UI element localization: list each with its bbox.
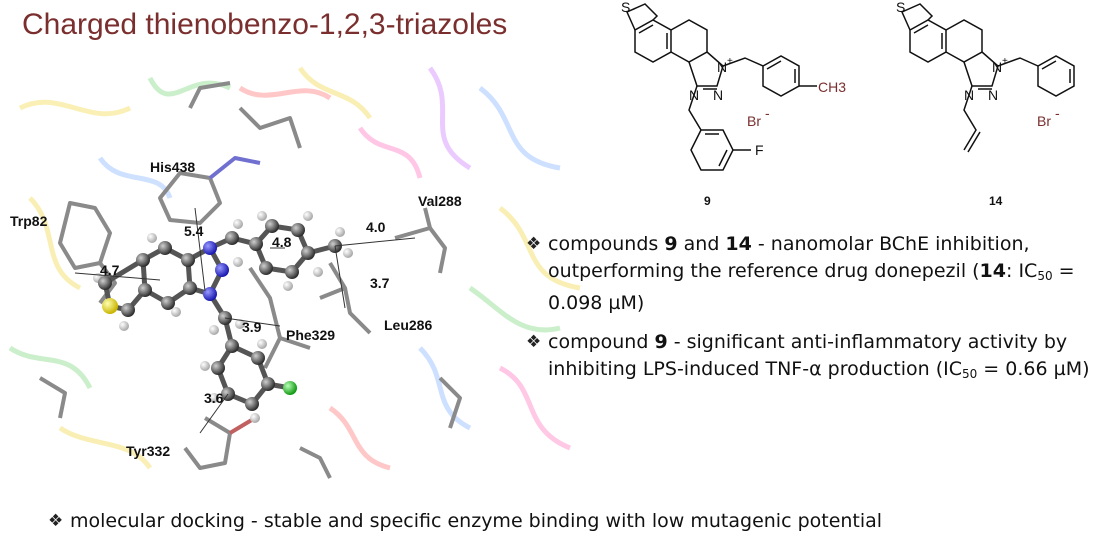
atom-label: N [713, 87, 723, 103]
atom-label: S [896, 0, 905, 15]
docking-svg: His438 Val288 Trp82 Leu286 Phe329 Tyr332… [8, 66, 581, 479]
atom-label: S [621, 0, 630, 15]
residue-label: Phe329 [286, 327, 335, 343]
finding-text: molecular docking - stable and specific … [70, 510, 883, 532]
counterion-label: Br [747, 113, 761, 129]
finding-text: compound 9 - significant anti-inflammato… [548, 331, 1090, 381]
atom-label: N [689, 87, 699, 103]
atom-label: N [717, 59, 727, 75]
sulfur-atom [102, 298, 118, 314]
residue-sticks [38, 81, 462, 479]
counterion-label: Br [1037, 113, 1051, 129]
nitrogen-atoms [203, 241, 229, 301]
docking-figure: His438 Val288 Trp82 Leu286 Phe329 Tyr332… [0, 48, 600, 488]
slide-title: Charged thienobenzo-1,2,3-triazoles [22, 8, 508, 41]
atom-label: N [964, 87, 974, 103]
chemical-structures: S N + N N CH3 Br - F 9 S N + N N Br - 14 [605, 0, 1120, 230]
distance-label: 4.7 [100, 262, 120, 278]
hydrogen-atoms [93, 211, 353, 423]
residue-label: Trp82 [10, 213, 48, 229]
distance-label: 5.4 [184, 223, 204, 239]
distance-label: 3.7 [370, 275, 390, 291]
distance-label: 3.9 [242, 319, 262, 335]
bullet-icon: ❖ [48, 511, 64, 531]
counterion-charge: - [765, 105, 770, 121]
residue-label: Leu286 [384, 317, 432, 333]
carbon-atoms [98, 219, 342, 411]
finding-text: compounds 9 and 14 - nanomolar BChE inhi… [548, 233, 1075, 314]
compound-number: 9 [704, 194, 711, 208]
structures-svg: S N + N N CH3 Br - F 9 S N + N N Br - 14 [621, 0, 1075, 208]
docking-finding: ❖ molecular docking - stable and specifi… [48, 508, 1118, 547]
atom-label: + [727, 56, 733, 67]
residue-label: His438 [150, 159, 195, 175]
distance-label: 3.6 [204, 390, 224, 406]
structure-compound-9 [626, 3, 817, 171]
bullet-icon: ❖ [526, 332, 542, 352]
finding-inflammation: ❖ compound 9 - significant anti-inflamma… [526, 329, 1116, 388]
distance-lines [74, 207, 416, 434]
atom-label: N [988, 87, 998, 103]
findings-list: ❖ compounds 9 and 14 - nanomolar BChE in… [526, 231, 1116, 400]
distance-label: 4.8 [272, 234, 292, 250]
fluorine-atom [283, 381, 297, 395]
compound-number: 14 [989, 194, 1003, 208]
residue-label: Tyr332 [126, 443, 170, 459]
finding-bche: ❖ compounds 9 and 14 - nanomolar BChE in… [526, 231, 1116, 317]
atom-label: F [755, 142, 764, 158]
residue-label: Val288 [418, 193, 462, 209]
finding-docking: ❖ molecular docking - stable and specifi… [48, 508, 1118, 535]
distance-label: 4.0 [366, 219, 386, 235]
substituent-label: CH3 [818, 79, 846, 95]
counterion-charge: - [1055, 105, 1060, 121]
atom-label: + [1002, 56, 1008, 67]
atom-label: N [992, 59, 1002, 75]
bullet-icon: ❖ [526, 234, 542, 254]
structure-compound-14 [901, 3, 1075, 153]
